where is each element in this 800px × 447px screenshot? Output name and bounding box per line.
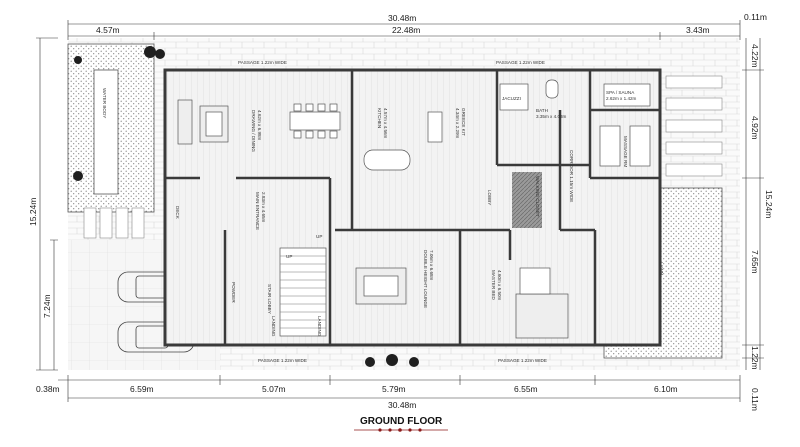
passage-label: PASSAGE 1.22m WIDE [496, 60, 545, 65]
sofa-drawing [177, 99, 229, 145]
water-body: WATER BODY [93, 69, 119, 195]
dim-bottom-a: 0.38m [36, 384, 60, 394]
dim-left-total: 15.24m [28, 198, 38, 226]
walking-closet [512, 172, 542, 228]
passage-label: PASSAGE 1.22m WIDE [258, 358, 307, 363]
stair-up-right: UP [316, 234, 322, 239]
title-ornament [354, 428, 448, 432]
room-name-corridor: CORRIDOR 1.15m WIDE [569, 150, 574, 202]
kitchen-island [363, 111, 443, 171]
dimension-lines [36, 20, 764, 402]
room-size-lounge: 7.06m x 6.68m [429, 250, 434, 281]
room-name-powder: POWDER [231, 282, 236, 303]
stair [279, 247, 327, 337]
room-name-landing-right: LANDING [317, 316, 322, 337]
room-name-master: MASTER BED [491, 270, 496, 301]
step-pads-right [665, 75, 723, 177]
room-size-greece: 4.34m x 2.29m [455, 108, 460, 139]
water-body-label: WATER BODY [102, 88, 107, 118]
dim-bottom-d: 5.79m [382, 384, 406, 394]
dim-right-total: 15.24m [764, 190, 774, 218]
dining-table [289, 103, 341, 139]
dim-right-top: 4.22m [750, 44, 760, 68]
room-size-bath: 3.35m x 4.03m [536, 114, 567, 119]
room-name-lobby: LOBBY [487, 190, 492, 205]
room-name-deck: DECK [175, 206, 180, 220]
dim-right-bottom: 1.22m [750, 346, 760, 370]
stair-up-left: UP [286, 254, 292, 259]
room-name-lounge: DOUBLE HEIGHT LOUNGE [423, 250, 428, 308]
dim-bottom-f: 6.10m [654, 384, 678, 394]
room-name-greece: GREECE KIT [461, 108, 466, 136]
room-size-drawing: 4.62m x 6.98m [257, 110, 262, 141]
lounge-sofa [355, 267, 407, 305]
room-name-massage: MASSAGE RM [623, 136, 628, 167]
dim-top-corner: 0.11m [744, 12, 767, 22]
stair-treads [280, 255, 326, 329]
room-name-drawing: DRAWING / DINING [251, 110, 256, 152]
room-size-entrance: 2.83m x 4.65m [261, 192, 266, 223]
trees [73, 46, 419, 367]
interior-walls [165, 70, 660, 345]
dim-left-lower: 7.24m [42, 294, 52, 318]
dim-bottom-e: 6.55m [514, 384, 538, 394]
dim-bottom-b: 6.59m [130, 384, 154, 394]
dim-top-right: 3.43m [686, 25, 710, 35]
dim-right-lower: 7.65m [750, 250, 760, 274]
room-name-jacuzzi: JACUZZI [502, 96, 521, 101]
room-name-stair: STAIR LOBBY [267, 284, 272, 314]
room-name-walkin: WALKING CLOSET [535, 176, 540, 217]
room-name-bath: BATH [536, 108, 548, 113]
room-name-landing-left: LANDING [271, 316, 276, 337]
master-bed [515, 267, 569, 339]
dim-top-mid: 22.48m [392, 25, 420, 35]
room-name-kitchen: KITCHEN [377, 108, 382, 128]
room-name-lawn: LAWN [659, 262, 664, 275]
dim-bottom-c: 5.07m [262, 384, 286, 394]
dim-bottom-total: 30.48m [388, 400, 416, 410]
room-name-entrance: MAIN ENTRANCE [255, 192, 260, 230]
dim-top-total: 30.48m [388, 13, 416, 23]
building-walls [163, 68, 662, 347]
passage-label: PASSAGE 1.22m WIDE [238, 60, 287, 65]
room-name-spa: SPA / SAUNA [606, 90, 635, 95]
dim-top-left: 4.57m [96, 25, 120, 35]
room-size-spa: 2.62m x 1.42m [606, 96, 637, 101]
dim-right-corner: 0.11m [750, 388, 760, 411]
bath-fixtures [499, 79, 651, 167]
room-size-kitchen: 4.57m x 4.56m [383, 108, 388, 139]
dim-right-mid: 4.92m [750, 116, 760, 140]
step-pads-left [83, 207, 145, 239]
passage-label: PASSAGE 1.22m WIDE [498, 358, 547, 363]
room-size-master: 4.60m x 6.50m [497, 270, 502, 301]
plan-title: GROUND FLOOR [360, 416, 443, 427]
